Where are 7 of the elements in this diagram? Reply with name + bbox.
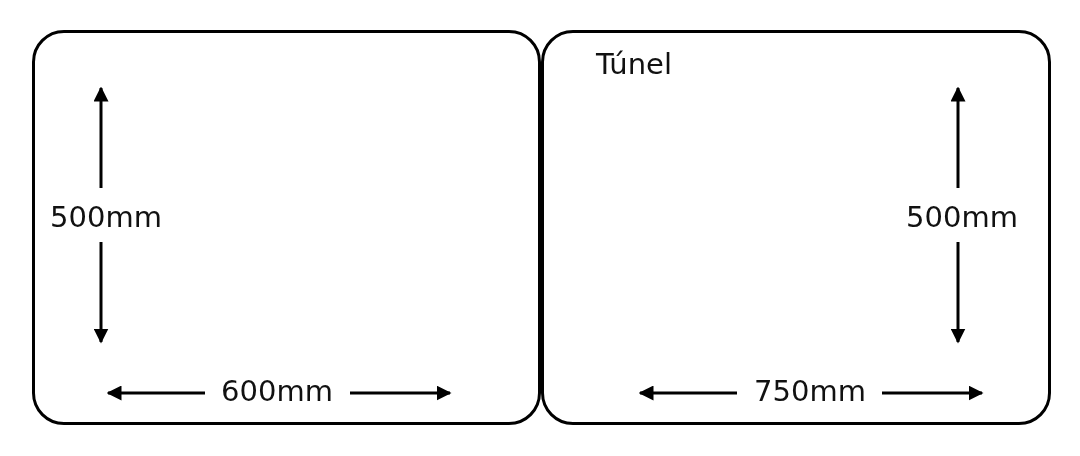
dimension-label: 750mm: [754, 374, 866, 408]
rounded-panel: [32, 30, 541, 425]
dimension-label: 500mm: [50, 200, 162, 234]
panel-title: Túnel: [596, 47, 672, 81]
dimension-label: 600mm: [221, 374, 333, 408]
dimension-label: 500mm: [906, 200, 1018, 234]
rounded-panel: [541, 30, 1051, 425]
